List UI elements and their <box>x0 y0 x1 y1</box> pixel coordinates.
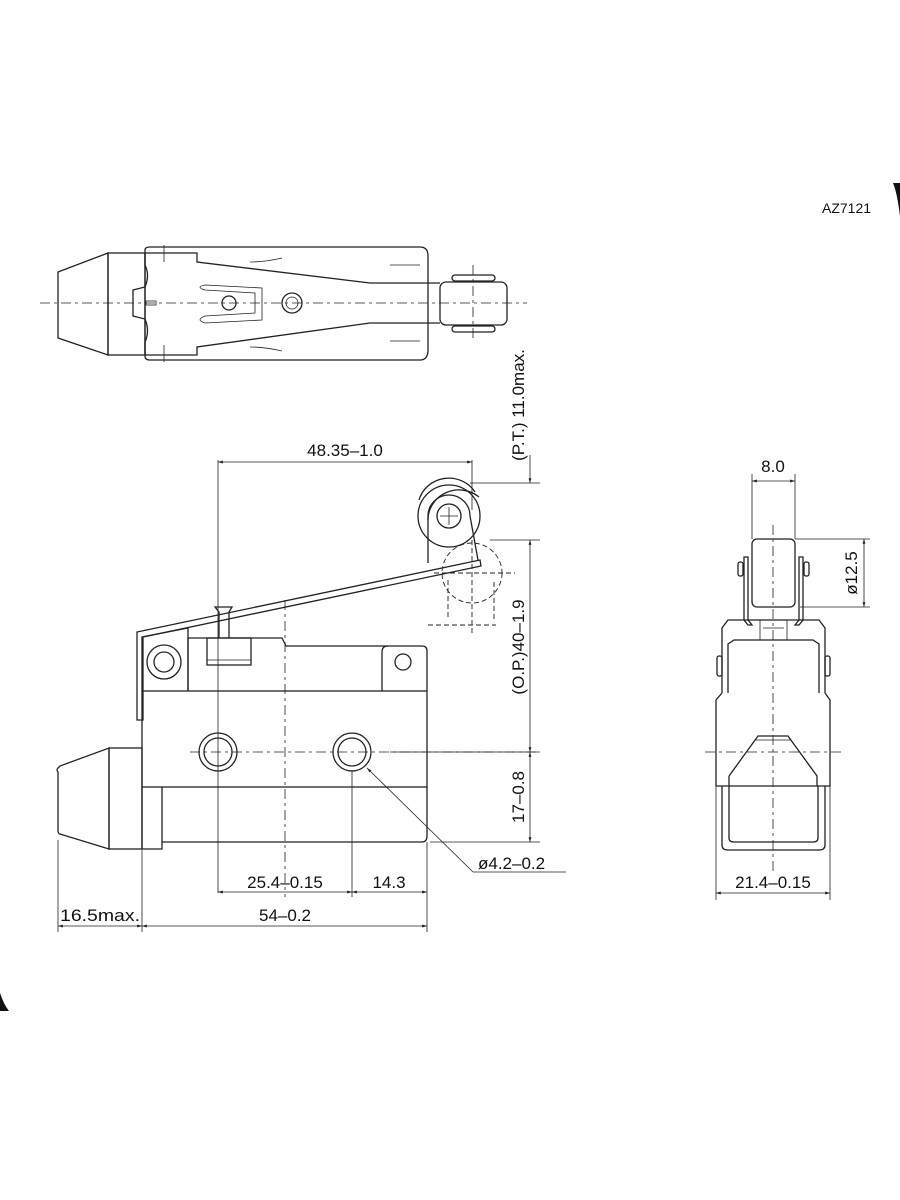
corner-mark-top-right <box>893 183 900 216</box>
top-roller-pin-upper <box>451 274 496 282</box>
front-plunger-base <box>108 747 143 850</box>
top-inner-guides <box>249 257 420 352</box>
dim-pretravel-label: (P.T.) 11.0max. <box>509 349 528 461</box>
dim-body-length-label: 54–0.2 <box>259 906 311 925</box>
front-roller-bracket <box>427 494 479 563</box>
front-view: 48.35–1.0 (P.T.) 11.0max. (O.P.)40–1.9 1… <box>56 349 566 932</box>
top-body-outline <box>144 246 429 361</box>
front-ear-screw <box>394 653 412 671</box>
front-right-ear <box>381 645 389 691</box>
side-lower-frame <box>721 786 826 851</box>
leader-hole-diameter <box>366 767 474 873</box>
front-lever <box>136 559 482 721</box>
top-view <box>40 245 527 362</box>
front-roller-hub <box>436 503 462 529</box>
dim-lever-length-label: 48.35–1.0 <box>307 441 383 460</box>
top-pivot-hole <box>221 295 237 311</box>
dim-plunger-length-label: 16.5max. <box>60 906 140 925</box>
mounting-hole-right <box>337 737 367 767</box>
dim-roller-width-label: 8.0 <box>761 457 785 476</box>
top-plunger-base <box>107 252 146 356</box>
top-roller-hub <box>439 281 508 326</box>
corner-mark-bottom-left <box>0 993 9 1011</box>
side-body <box>715 692 831 787</box>
dim-hole-spacing-label: 25.4–0.15 <box>247 873 323 892</box>
side-bracket-right <box>793 556 804 626</box>
dim-body-width-label: 21.4–0.15 <box>735 873 811 892</box>
front-plunger-stem <box>213 606 234 638</box>
dim-roller-diameter-label: ø12.5 <box>842 551 861 594</box>
top-lever-notch <box>132 253 149 355</box>
dim-hole-to-edge-label: 14.3 <box>372 873 405 892</box>
front-pivot-inner <box>153 651 175 673</box>
front-body-lower <box>141 787 428 850</box>
front-body <box>141 690 428 788</box>
top-lever-slot <box>199 284 263 324</box>
top-screw-outer <box>281 292 303 314</box>
front-roller <box>417 484 481 548</box>
side-bracket-left <box>743 556 754 626</box>
dim-hole-diameter-label: ø4.2–0.2 <box>478 854 545 873</box>
front-bracket-operated-position <box>428 580 496 626</box>
front-plunger-housing <box>187 637 428 691</box>
top-screw-inner <box>285 296 299 310</box>
front-plunger-cone <box>56 747 110 850</box>
top-small-slot <box>145 300 157 306</box>
front-roller-arc <box>427 489 480 521</box>
side-roller <box>751 538 796 608</box>
side-upper-frame <box>721 619 826 693</box>
top-plunger-cone <box>57 252 109 356</box>
side-view: 8.0 ø12.5 21.4–0.15 <box>705 457 870 900</box>
front-pivot-outer <box>146 644 182 680</box>
dim-operating-position-label: (O.P.)40–1.9 <box>509 599 528 694</box>
side-plunger-cover <box>728 735 818 786</box>
top-roller-pin-lower <box>451 325 496 333</box>
top-lever-arm <box>145 252 440 356</box>
part-code: AZ7121 <box>822 200 871 216</box>
front-plunger-cap <box>206 637 252 666</box>
dim-hole-height-label: 17–0.8 <box>509 771 528 823</box>
